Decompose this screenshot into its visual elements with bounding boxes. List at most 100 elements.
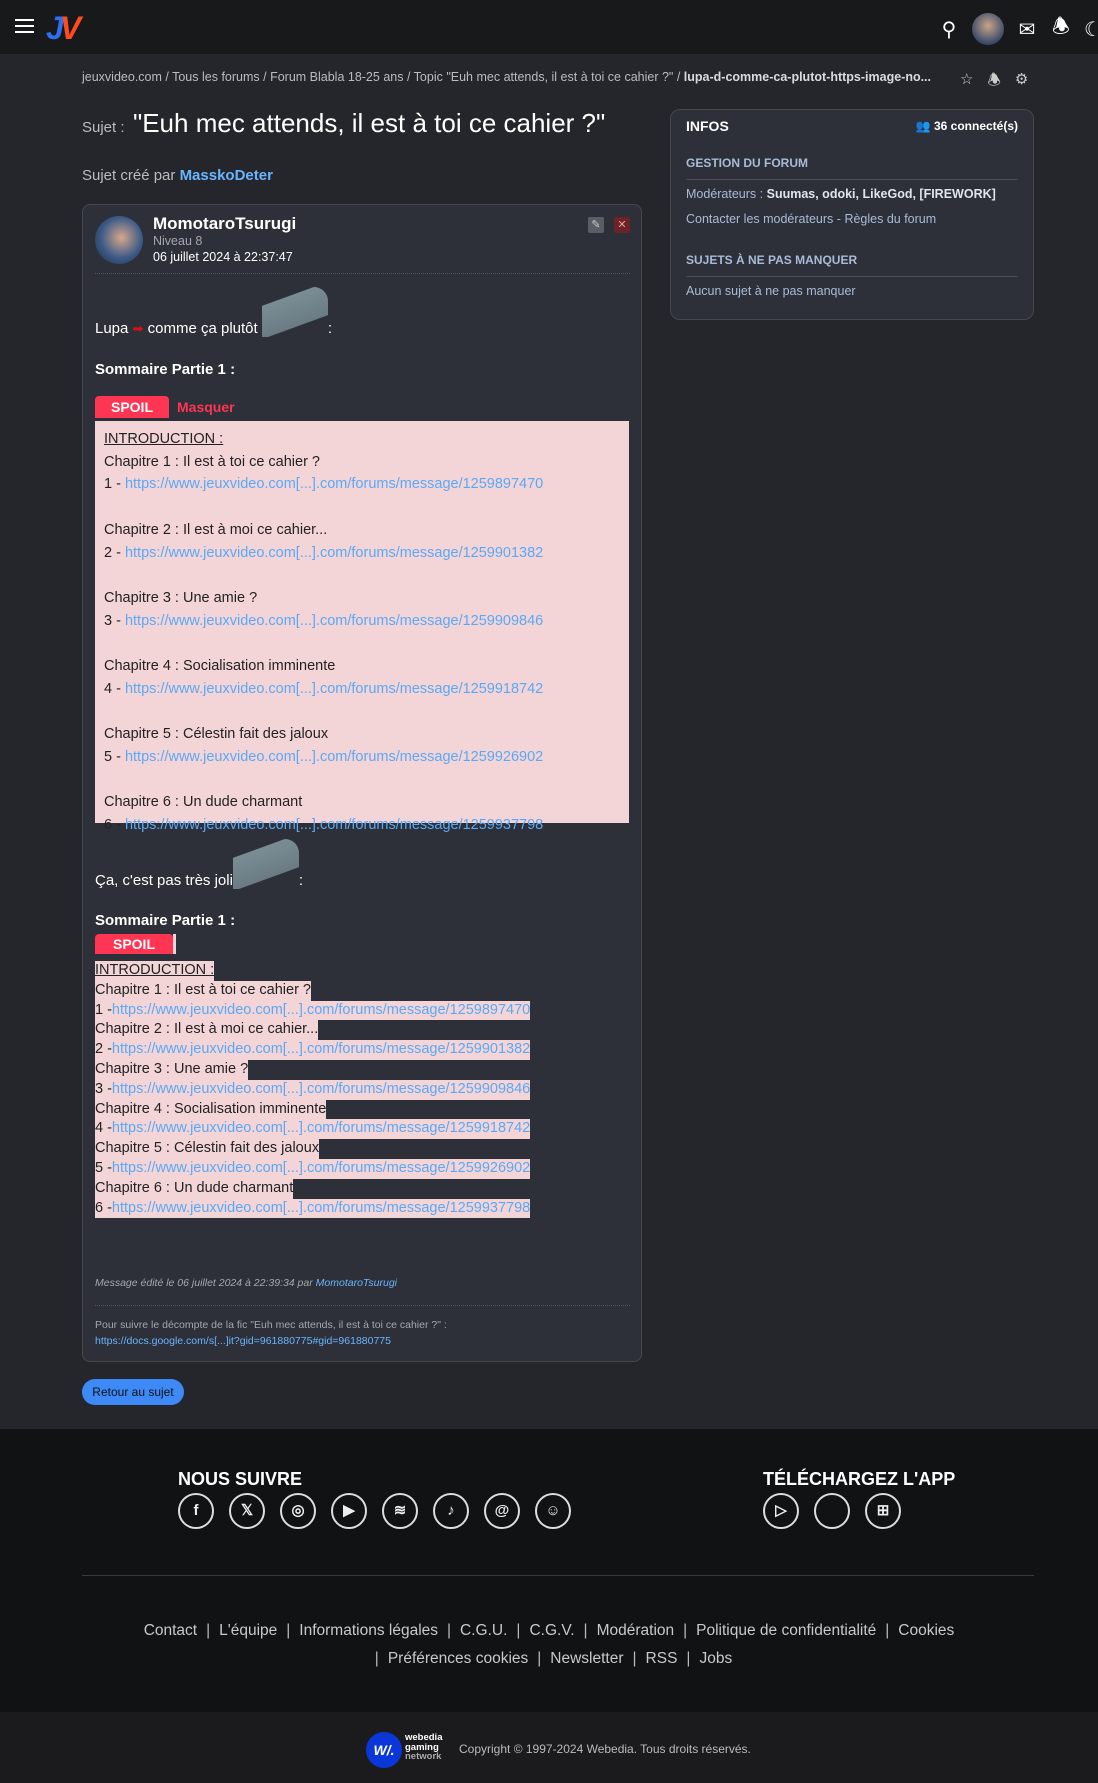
- chapter-num: 5 -: [95, 1159, 112, 1176]
- signature-link[interactable]: https://docs.google.com/s[...]it?gid=961…: [95, 1334, 391, 1347]
- bell-icon[interactable]: 🕭: [987, 72, 1001, 89]
- chapter-link-row: 6 - https://www.jeuxvideo.com[...].com/f…: [95, 1198, 531, 1219]
- mail-icon[interactable]: ✉: [1018, 18, 1036, 41]
- footer-link[interactable]: Préférences cookies: [387, 1650, 529, 1667]
- instagram-icon[interactable]: ◎: [280, 1493, 316, 1529]
- chapter-link[interactable]: https://www.jeuxvideo.com[...].com/forum…: [111, 1120, 531, 1137]
- webedia-logo[interactable]: W/.: [366, 1732, 402, 1768]
- back-to-topic-button[interactable]: Retour au sujet: [82, 1379, 184, 1405]
- author-name[interactable]: MomotaroTsurugi: [153, 214, 297, 233]
- separator: |: [447, 1622, 452, 1639]
- spoil-tag[interactable]: SPOIL: [95, 396, 169, 418]
- youtube-icon[interactable]: ▶: [331, 1493, 367, 1529]
- breadcrumb-forum[interactable]: Forum Blabla 18-25 ans: [270, 70, 404, 84]
- chapter-link[interactable]: https://www.jeuxvideo.com[...].com/forum…: [111, 1159, 531, 1176]
- connected-count: 👥 36 connecté(s): [916, 119, 1018, 133]
- author-avatar[interactable]: [95, 216, 143, 264]
- chapter-num: 6 -: [104, 816, 121, 833]
- chapter-link[interactable]: https://www.jeuxvideo.com[...].com/forum…: [124, 612, 544, 629]
- menu-icon[interactable]: [15, 19, 34, 33]
- footer-link[interactable]: RSS: [645, 1650, 678, 1667]
- separator: |: [374, 1650, 379, 1667]
- edit-button[interactable]: ✎: [588, 217, 604, 233]
- facebook-icon[interactable]: f: [178, 1493, 214, 1529]
- chapter-link[interactable]: https://www.jeuxvideo.com[...].com/forum…: [124, 680, 544, 697]
- star-icon[interactable]: ☆: [960, 71, 974, 88]
- chapter-link[interactable]: https://www.jeuxvideo.com[...].com/forum…: [111, 1001, 531, 1018]
- chapter-title: Chapitre 4 : Socialisation imminente: [95, 1099, 327, 1120]
- chapter-num: 4 -: [104, 680, 121, 697]
- footer-link[interactable]: Cookies: [898, 1622, 955, 1639]
- threads-icon[interactable]: @: [484, 1493, 520, 1529]
- footer-link[interactable]: Politique de confidentialité: [696, 1622, 877, 1639]
- x-icon[interactable]: 𝕏: [229, 1493, 265, 1529]
- footer-link[interactable]: Modération: [596, 1622, 675, 1639]
- page-title: Sujet : "Euh mec attends, il est à toi c…: [82, 108, 605, 139]
- contact-moderators-link[interactable]: Contacter les modérateurs: [686, 212, 834, 226]
- edited-by-link[interactable]: MomotaroTsurugi: [315, 1277, 397, 1289]
- chapter-title: Chapitre 1 : Il est à toi ce cahier ?: [104, 453, 320, 470]
- breadcrumb-topic[interactable]: Topic "Euh mec attends, il est à toi ce …: [413, 70, 674, 84]
- divider: [95, 273, 630, 274]
- snapchat-icon[interactable]: ☺: [535, 1493, 571, 1529]
- post-line-1: Lupa ➡ comme ça plutôt :: [95, 287, 332, 337]
- chapter-link-row: 3 - https://www.jeuxvideo.com[...].com/f…: [95, 1079, 531, 1100]
- windows-icon[interactable]: ⊞: [865, 1493, 901, 1529]
- no-topics-text: Aucun sujet à ne pas manquer: [686, 284, 856, 298]
- chapter-link-row: 5 - https://www.jeuxvideo.com[...].com/f…: [95, 1158, 531, 1179]
- topic-author-link[interactable]: MasskoDeter: [179, 167, 273, 184]
- separator: -: [836, 212, 841, 226]
- delete-button[interactable]: ✕: [614, 217, 630, 233]
- footer-link[interactable]: C.G.U.: [460, 1622, 508, 1639]
- t: network: [405, 1751, 442, 1762]
- moderators-list[interactable]: Suumas, odoki, LikeGod, [FIREWORK]: [766, 187, 996, 201]
- author-level: Niveau 8: [153, 234, 203, 248]
- separator: |: [537, 1650, 542, 1667]
- tiktok-icon[interactable]: ♪: [433, 1493, 469, 1529]
- moon-icon[interactable]: ☾: [1084, 18, 1098, 41]
- jv-logo[interactable]: JV: [46, 10, 81, 46]
- footer-link[interactable]: C.G.V.: [529, 1622, 575, 1639]
- hide-spoiler-button[interactable]: Masquer: [177, 399, 235, 415]
- separator: |: [885, 1622, 890, 1639]
- edited-text: Message édité le 06 juillet 2024 à 22:39…: [95, 1277, 313, 1289]
- chapter-link[interactable]: https://www.jeuxvideo.com[...].com/forum…: [111, 1080, 531, 1097]
- bell-icon[interactable]: 🕭: [1052, 16, 1070, 38]
- spoil-tag[interactable]: SPOIL: [95, 934, 173, 954]
- breadcrumb-all-forums[interactable]: Tous les forums: [172, 70, 260, 84]
- bender-sticker: [232, 839, 299, 889]
- chapter-link[interactable]: https://www.jeuxvideo.com[...].com/forum…: [111, 1041, 531, 1058]
- chapter-title: Chapitre 1 : Il est à toi ce cahier ?: [95, 980, 311, 1001]
- infos-panel: INFOS 👥 36 connecté(s) GESTION DU FORUM …: [670, 109, 1034, 320]
- spoiler-content-selected: INTRODUCTION : Chapitre 1 : Il est à toi…: [95, 961, 531, 1219]
- footer-link[interactable]: Informations légales: [299, 1622, 439, 1639]
- chapter-link[interactable]: https://www.jeuxvideo.com[...].com/forum…: [124, 816, 544, 833]
- chapter-link[interactable]: https://www.jeuxvideo.com[...].com/forum…: [111, 1199, 531, 1216]
- post-date[interactable]: 06 juillet 2024 à 22:37:47: [153, 250, 293, 264]
- footer-link[interactable]: Newsletter: [550, 1650, 624, 1667]
- chapter-link-row: 3 - https://www.jeuxvideo.com[...].com/f…: [104, 610, 620, 633]
- apple-icon[interactable]: [814, 1493, 850, 1529]
- breadcrumb-home[interactable]: jeuxvideo.com: [82, 70, 162, 84]
- search-icon[interactable]: ⚲: [941, 18, 957, 41]
- separator: |: [583, 1622, 588, 1639]
- infos-title: INFOS: [686, 118, 729, 134]
- chapter-link[interactable]: https://www.jeuxvideo.com[...].com/forum…: [124, 748, 544, 765]
- footer-link[interactable]: Contact: [143, 1622, 198, 1639]
- chapter-link[interactable]: https://www.jeuxvideo.com[...].com/forum…: [124, 544, 544, 561]
- chapter-num: 1 -: [104, 476, 121, 493]
- rss-icon[interactable]: ≋: [382, 1493, 418, 1529]
- text: comme ça plutôt: [147, 320, 258, 337]
- chapter-link-row: 6 - https://www.jeuxvideo.com[...].com/f…: [104, 814, 620, 837]
- chapter-link[interactable]: https://www.jeuxvideo.com[...].com/forum…: [124, 476, 544, 493]
- user-avatar[interactable]: [972, 13, 1004, 45]
- breadcrumb: jeuxvideo.com / Tous les forums / Forum …: [82, 70, 932, 84]
- footer-link[interactable]: L'équipe: [219, 1622, 278, 1639]
- footer-link[interactable]: Jobs: [699, 1650, 733, 1667]
- google-play-icon[interactable]: ▷: [763, 1493, 799, 1529]
- forum-rules-link[interactable]: Règles du forum: [844, 212, 937, 226]
- separator: |: [686, 1650, 691, 1667]
- chapter-title: Chapitre 3 : Une amie ?: [104, 589, 258, 606]
- gear-icon[interactable]: ⚙: [1014, 71, 1029, 88]
